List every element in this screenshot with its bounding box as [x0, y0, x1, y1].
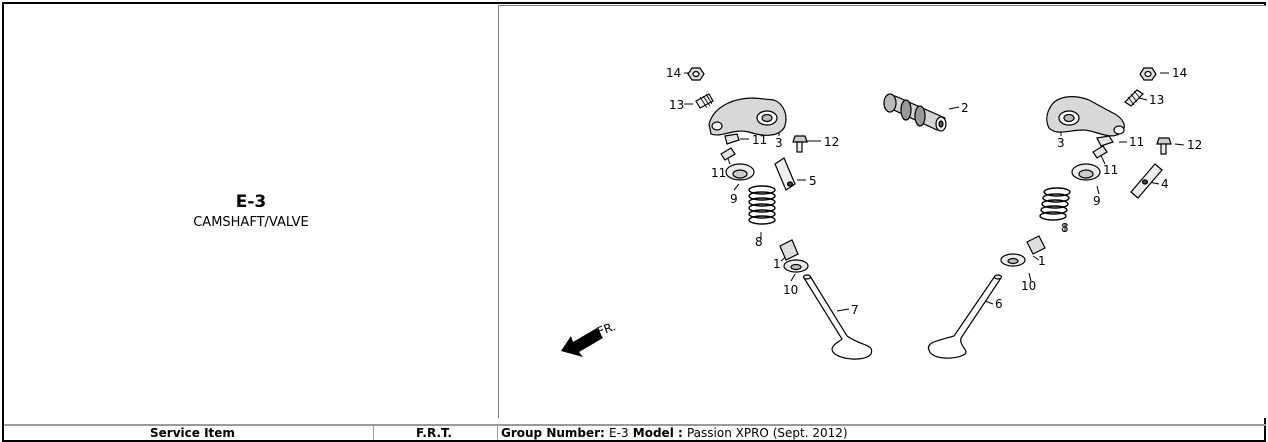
right-valve-assembly: [927, 67, 1172, 359]
group-info-panel: E-3 CAMSHAFT/VALVE: [4, 4, 498, 418]
front-direction-label: FR.: [595, 319, 617, 339]
group-number-value: E-3: [609, 426, 629, 440]
callout-11-left-upper: 11: [752, 133, 767, 147]
group-name: CAMSHAFT/VALVE: [193, 214, 309, 230]
callout-14-left: 14: [666, 66, 681, 80]
callout-1-left: 1: [773, 257, 781, 271]
callout-5: 5: [809, 174, 817, 188]
callout-4: 4: [1161, 177, 1169, 191]
left-valve-assembly: [687, 67, 873, 360]
callout-12-right: 12: [1187, 138, 1202, 152]
callout-14-right: 14: [1172, 66, 1187, 80]
callout-9-right: 9: [1093, 194, 1101, 208]
callout-3-left: 3: [775, 136, 783, 150]
column-divider: [497, 426, 498, 440]
group-number-label: Group Number:: [501, 426, 605, 440]
group-model-header: Group Number: E-3 Model : Passion XPRO (…: [501, 426, 848, 440]
service-item-header: Service Item: [150, 426, 235, 440]
callout-8-right: 8: [1061, 221, 1069, 235]
group-code: E-3: [235, 191, 267, 212]
front-direction-arrow: [561, 328, 603, 357]
callout-9-left: 9: [730, 192, 738, 206]
callout-11-right-lower: 11: [1103, 163, 1118, 177]
callout-2: 2: [961, 101, 969, 115]
frt-header: F.R.T.: [416, 426, 452, 440]
callout-8-left: 8: [755, 235, 763, 249]
callout-13-right: 13: [1149, 93, 1164, 107]
service-table-header: Service Item F.R.T. Group Number: E-3 Mo…: [4, 424, 1266, 440]
callout-13-left: 13: [669, 98, 684, 112]
callout-1-right: 1: [1038, 254, 1046, 268]
model-value: Passion XPRO (Sept. 2012): [686, 426, 848, 440]
model-label: Model :: [632, 426, 683, 440]
callout-12-left: 12: [824, 135, 839, 149]
callout-11-right-upper: 11: [1129, 135, 1144, 149]
callout-10-left: 10: [783, 283, 798, 297]
camshaft: [883, 93, 947, 132]
column-divider: [373, 426, 374, 440]
callout-7: 7: [851, 303, 859, 317]
exploded-parts-diagram: FR. 14 13 3 12 11 11 5 9 8 1 10 7 2 14 1…: [498, 5, 1266, 418]
callout-3-right: 3: [1057, 136, 1065, 150]
callout-6: 6: [995, 297, 1003, 311]
callout-10-right: 10: [1021, 279, 1036, 293]
diagram-canvas: FR. 14 13 3 12 11 11 5 9 8 1 10 7 2 14 1…: [561, 66, 1202, 360]
callout-11-left-lower: 11: [711, 166, 726, 180]
